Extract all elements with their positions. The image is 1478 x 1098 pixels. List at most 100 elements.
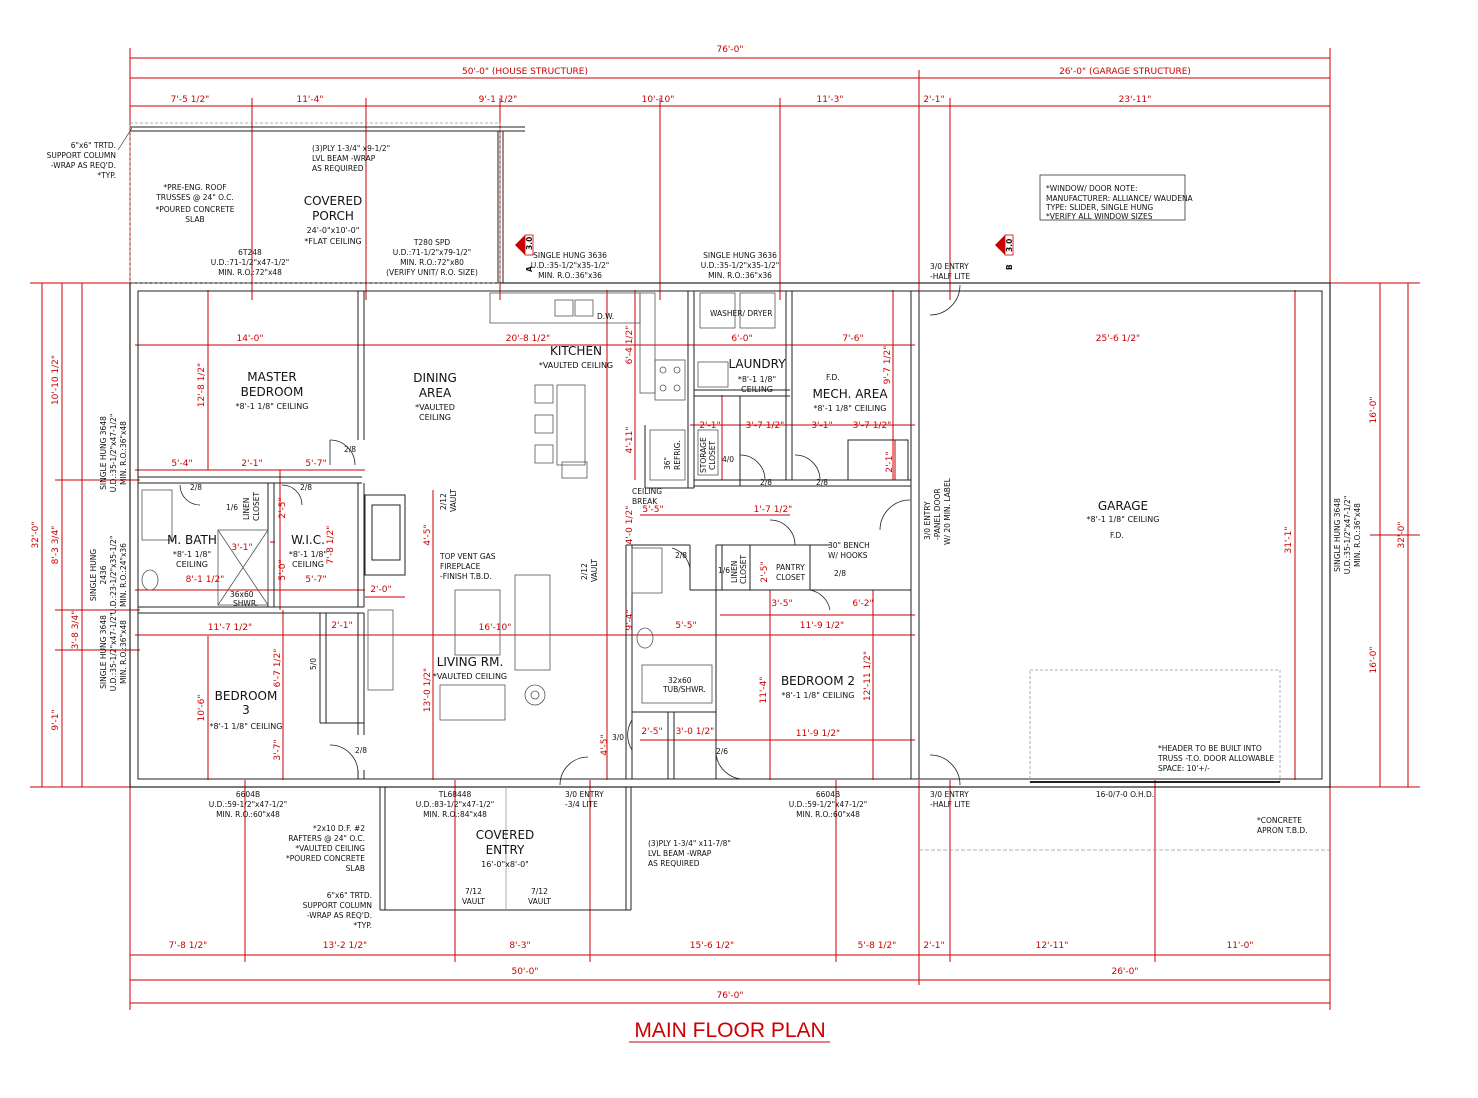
dim-shower-w: 3'-1" xyxy=(231,543,252,553)
room-master-name: MASTER xyxy=(247,370,296,384)
window-label: SINGLE HUNG 3636 xyxy=(703,251,777,260)
dim-bed3-a: 6'-7 1/2" xyxy=(273,649,283,688)
dim-mbath-c: 5'-7" xyxy=(305,459,326,469)
floor-drain-label: F.D. xyxy=(1110,531,1124,540)
garage-door-label: 16-0/7-0 O.H.D. xyxy=(1096,790,1154,799)
window-label: MIN. R.O.:36"x48 xyxy=(1353,503,1362,567)
walls xyxy=(129,122,1331,911)
dim-bed3-c: 2'-1" xyxy=(331,621,352,631)
dim-living-width: 16'-10" xyxy=(479,623,512,633)
note-line: TRUSSES @ 24" O.C. xyxy=(155,193,234,202)
note-line: SUPPORT COLUMN xyxy=(47,151,116,160)
dim-hall-a: 5'-5" xyxy=(642,505,663,515)
note-line: *VAULTED CEILING xyxy=(295,844,365,853)
porch-column-note: 6"x6" TRTD. SUPPORT COLUMN -WRAP AS REQ'… xyxy=(47,141,116,180)
room-dining-name: DINING xyxy=(413,371,457,385)
dim-left-overall: 32'-0" xyxy=(31,521,41,548)
dim-top-6: 23'-11" xyxy=(1119,95,1152,105)
dim-bed2-c: 11'-4" xyxy=(759,676,769,703)
dim-right-overall: 32'-0" xyxy=(1397,521,1407,548)
window-label: 6T248 xyxy=(238,248,262,257)
window-label: T280 SPD xyxy=(413,238,451,247)
room-entry-note: 16'-0"x8'-0" xyxy=(481,860,529,869)
note-line: 6"x6" TRTD. xyxy=(327,891,372,900)
vault-label: 7/12 xyxy=(531,887,548,896)
door-label-master: 2/8 xyxy=(344,445,356,454)
window-label: MIN. R.O.:36"x36 xyxy=(708,271,772,280)
entry-column-note: 6"x6" TRTD. SUPPORT COLUMN -WRAP AS REQ'… xyxy=(303,891,372,930)
section-b-number: 3.0 xyxy=(1005,239,1014,252)
washer-dryer-label: WASHER/ DRYER xyxy=(710,309,772,318)
door-label-storage: 4/0 xyxy=(722,455,734,464)
note-line: SPACE: 10'+/- xyxy=(1158,764,1210,773)
linen-closet-label: CLOSET xyxy=(739,554,748,584)
window-label: 6604B xyxy=(816,790,840,799)
dim-bottom-2: 8'-3" xyxy=(509,941,530,951)
note-line: -FINISH T.B.D. xyxy=(440,572,492,581)
note-line: SLAB xyxy=(185,215,204,224)
dim-left-0: 10'-10 1/2" xyxy=(51,355,61,405)
dim-bottom-7: 11'-0" xyxy=(1226,941,1253,951)
room-porch-note: 24'-0"x10'-0" xyxy=(307,226,360,235)
window-label: SINGLE HUNG 3648 xyxy=(99,416,108,490)
window-label: U.D.:59-1/2"x47-1/2" xyxy=(789,800,868,809)
fixtures xyxy=(141,174,1186,721)
note-line: *CONCRETE xyxy=(1257,816,1302,825)
door-label-linen-m: 1/6 xyxy=(226,503,238,512)
shower-label: SHWR. xyxy=(233,599,258,608)
note-line: TRUSS -T.O. DOOR ALLOWABLE xyxy=(1157,754,1274,763)
dim-left-1: 8'-3 3/4" xyxy=(51,526,61,565)
dim-bath-a: 5'-5" xyxy=(675,621,696,631)
note-line: *POURED CONCRETE xyxy=(155,205,234,214)
note-line: *POURED CONCRETE xyxy=(286,854,365,863)
dim-living-depth: 13'-0 1/2" xyxy=(423,668,433,712)
window-note-box: *WINDOW/ DOOR NOTE: MANUFACTURER: ALLIAN… xyxy=(1045,184,1194,221)
dim-mech-a: 3'-7 1/2" xyxy=(746,421,785,431)
dim-wic-a: 5'-7" xyxy=(305,575,326,585)
dim-top-5: 2'-1" xyxy=(923,95,944,105)
ceiling-break-note: CEILING BREAK xyxy=(632,487,662,506)
door-labels: 2/8 2/8 2/8 1/6 5/0 2/8 4/0 2/8 2/8 2/8 … xyxy=(190,445,846,756)
door-label-bed3-closet: 5/0 xyxy=(309,658,318,670)
room-bed3-name: BEDROOM xyxy=(215,689,278,703)
room-mbath-note: *8'-1 1/8" xyxy=(173,550,211,559)
note-line: SLAB xyxy=(346,864,365,873)
note-line: SUPPORT COLUMN xyxy=(303,901,372,910)
storage-closet-label: STORAGE xyxy=(699,437,708,473)
vault-label: 2/12 xyxy=(580,563,589,580)
window-label: MIN. R.O.:60"x48 xyxy=(796,810,860,819)
linen-closet-label: LINEN xyxy=(242,498,251,520)
note-line: APRON T.B.D. xyxy=(1257,826,1308,835)
porch-beam-note: (3)PLY 1-3/4" x9-1/2" LVL BEAM -WRAP AS … xyxy=(312,144,390,173)
entry-garage-bottom-label: 3/0 ENTRY xyxy=(930,790,969,799)
floor-drain-label: F.D. xyxy=(826,373,840,382)
window-labels: 6T248 U.D.:71-1/2"x47-1/2" MIN. R.O.:72"… xyxy=(89,238,1362,819)
note-line: (3)PLY 1-3/4" x11-7/8" xyxy=(648,839,731,848)
dim-bed2-d: 12'-11 1/2" xyxy=(863,651,873,701)
dim-master-depth: 12'-8 1/2" xyxy=(197,363,207,407)
entry-front-label: -3/4 LITE xyxy=(565,800,598,809)
door-label-laundry: 2/8 xyxy=(760,478,772,487)
dim-bottom-0: 7'-8 1/2" xyxy=(169,941,208,951)
room-master-note: *8'-1 1/8" CEILING xyxy=(236,402,309,411)
dim-wic-b: 7'-8 1/2" xyxy=(326,526,336,565)
dim-house-structure: 50'-0" (HOUSE STRUCTURE) xyxy=(462,67,588,77)
dim-bed3-width: 11'-7 1/2" xyxy=(208,623,252,633)
note-line: *TYP. xyxy=(97,171,116,180)
door-label-bed2: 2/6 xyxy=(716,747,728,756)
window-label: U.D.:35-1/2"x47-1/2" xyxy=(1343,496,1352,575)
dim-overall-top: 76'-0" xyxy=(716,45,743,55)
dim-mech-width: 7'-6" xyxy=(842,334,863,344)
dim-wic-c: 5'-0" xyxy=(278,559,288,580)
dim-fp-a: 4'-5" xyxy=(423,524,433,545)
window-label: MIN. R.O.:60"x48 xyxy=(216,810,280,819)
tub-label: TUB/SHWR. xyxy=(662,685,706,694)
window-note-line: TYPE: SLIDER, SINGLE HUNG xyxy=(1045,203,1153,212)
refrigerator-label: REFRIG. xyxy=(673,440,682,470)
note-line: -WRAP AS REQ'D. xyxy=(307,911,372,920)
vault-label: 2/12 xyxy=(439,493,448,510)
storage-closet-label: CLOSET xyxy=(708,440,717,470)
dim-bath-d: 4'-5" xyxy=(600,734,610,755)
room-bed2-note: *8'-1 1/8" CEILING xyxy=(782,691,855,700)
